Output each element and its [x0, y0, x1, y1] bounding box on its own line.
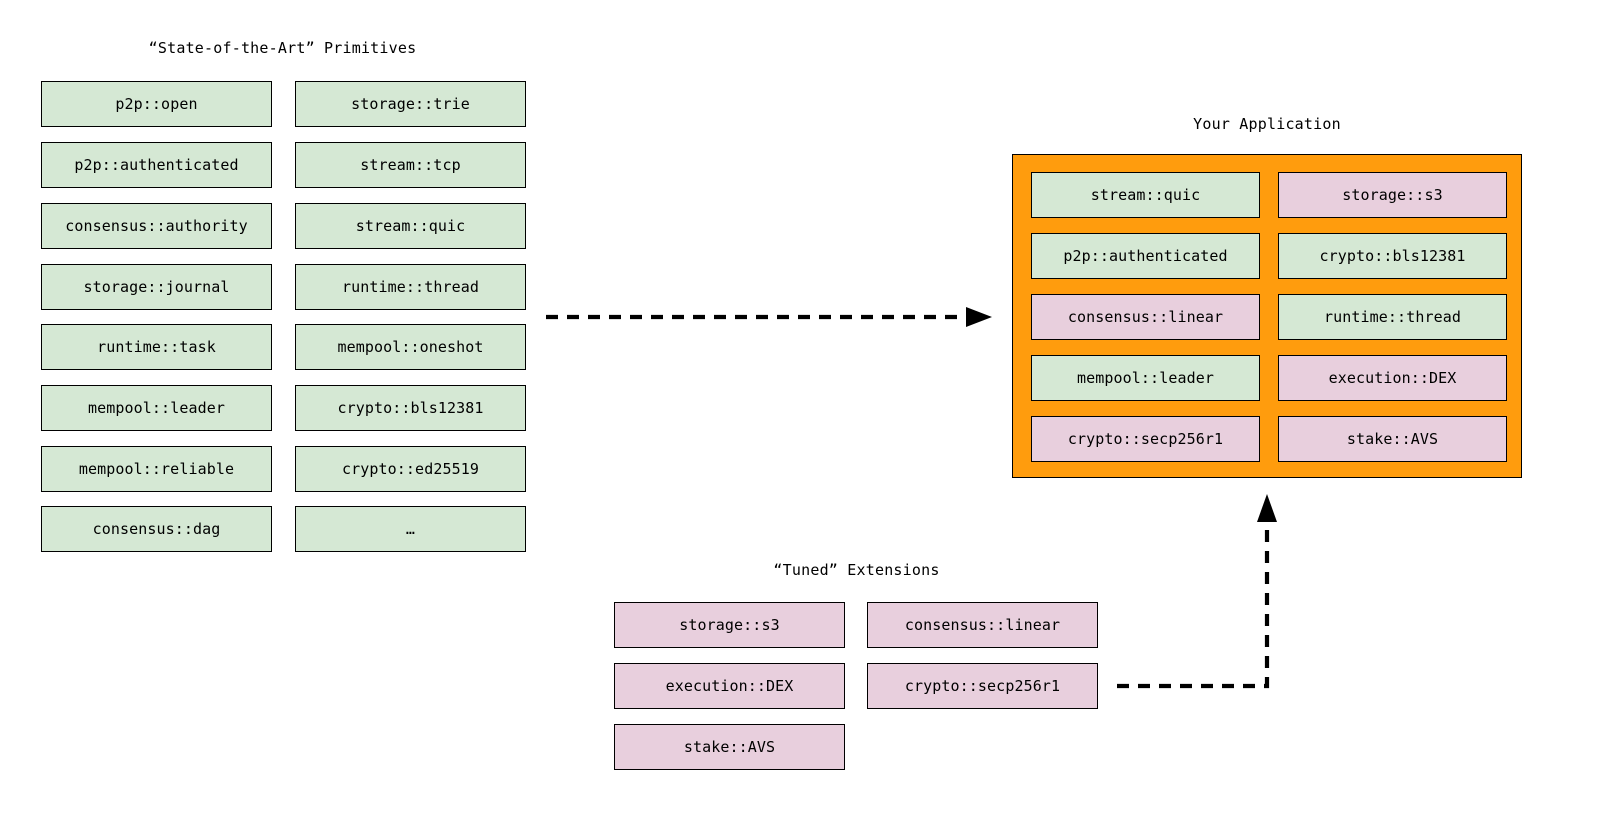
extension-node[interactable]: stake::AVS	[614, 724, 845, 770]
primitive-node[interactable]: crypto::bls12381	[295, 385, 526, 431]
primitive-node[interactable]: runtime::thread	[295, 264, 526, 310]
primitive-node[interactable]: stream::quic	[295, 203, 526, 249]
extension-node[interactable]: crypto::secp256r1	[867, 663, 1098, 709]
primitive-node[interactable]: storage::journal	[41, 264, 272, 310]
application-node[interactable]: mempool::leader	[1031, 355, 1260, 401]
extensions-section-title: “Tuned” Extensions	[773, 561, 940, 579]
primitive-node[interactable]: runtime::task	[41, 324, 272, 370]
arrow-primitives-to-application	[546, 307, 992, 327]
application-node[interactable]: crypto::bls12381	[1278, 233, 1507, 279]
primitive-node[interactable]: mempool::oneshot	[295, 324, 526, 370]
arrow-extensions-to-application	[1117, 494, 1277, 689]
primitive-node[interactable]: p2p::open	[41, 81, 272, 127]
extension-node[interactable]: storage::s3	[614, 602, 845, 648]
primitive-node[interactable]: mempool::reliable	[41, 446, 272, 492]
application-node[interactable]: crypto::secp256r1	[1031, 416, 1260, 462]
primitive-node[interactable]: mempool::leader	[41, 385, 272, 431]
primitive-node[interactable]: p2p::authenticated	[41, 142, 272, 188]
primitive-node[interactable]: consensus::dag	[41, 506, 272, 552]
application-node[interactable]: consensus::linear	[1031, 294, 1260, 340]
application-node[interactable]: stream::quic	[1031, 172, 1260, 218]
primitive-node[interactable]: crypto::ed25519	[295, 446, 526, 492]
primitive-node[interactable]: consensus::authority	[41, 203, 272, 249]
extension-node[interactable]: execution::DEX	[614, 663, 845, 709]
application-node[interactable]: execution::DEX	[1278, 355, 1507, 401]
primitive-node[interactable]: …	[295, 506, 526, 552]
application-section-title: Your Application	[1193, 115, 1341, 133]
application-node[interactable]: p2p::authenticated	[1031, 233, 1260, 279]
primitive-node[interactable]: storage::trie	[295, 81, 526, 127]
primitives-section-title: “State-of-the-Art” Primitives	[148, 39, 417, 57]
extension-node[interactable]: consensus::linear	[867, 602, 1098, 648]
application-node[interactable]: stake::AVS	[1278, 416, 1507, 462]
primitive-node[interactable]: stream::tcp	[295, 142, 526, 188]
application-node[interactable]: storage::s3	[1278, 172, 1507, 218]
application-node[interactable]: runtime::thread	[1278, 294, 1507, 340]
